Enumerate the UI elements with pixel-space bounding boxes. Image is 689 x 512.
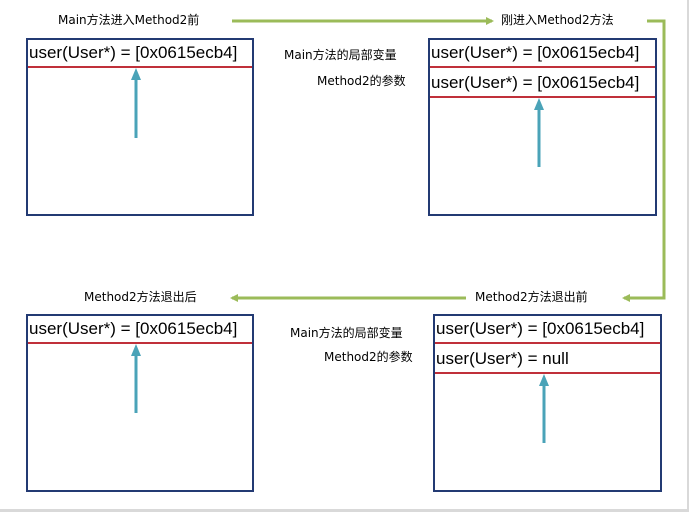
caption-after-exit: Method2方法退出后 [84,290,197,304]
caption-before-exit: Method2方法退出前 [475,290,588,304]
label-main-local-2: Main方法的局部变量 [290,326,403,340]
stack-before-enter: user(User*) = [0x0615ecb4] [26,38,254,216]
caption-just-entered: 刚进入Method2方法 [501,13,614,27]
slot-main-user: user(User*) = [0x0615ecb4] [435,316,660,344]
stack-just-entered: user(User*) = [0x0615ecb4] user(User*) =… [428,38,657,216]
stack-after-exit: user(User*) = [0x0615ecb4] [26,314,254,492]
label-method2-param-2: Method2的参数 [324,350,413,364]
caption-before-enter: Main方法进入Method2前 [58,13,200,27]
slot-main-user: user(User*) = [0x0615ecb4] [430,40,655,68]
slot-param-user: user(User*) = [0x0615ecb4] [430,70,655,98]
label-method2-param-1: Method2的参数 [317,74,406,88]
slot-main-user: user(User*) = [0x0615ecb4] [28,40,252,68]
flow-arrow-right-down [622,19,666,302]
stack-before-exit: user(User*) = [0x0615ecb4] user(User*) =… [433,314,662,492]
slot-param-user: user(User*) = null [435,346,660,374]
label-main-local-1: Main方法的局部变量 [284,48,397,62]
slot-main-user: user(User*) = [0x0615ecb4] [28,316,252,344]
